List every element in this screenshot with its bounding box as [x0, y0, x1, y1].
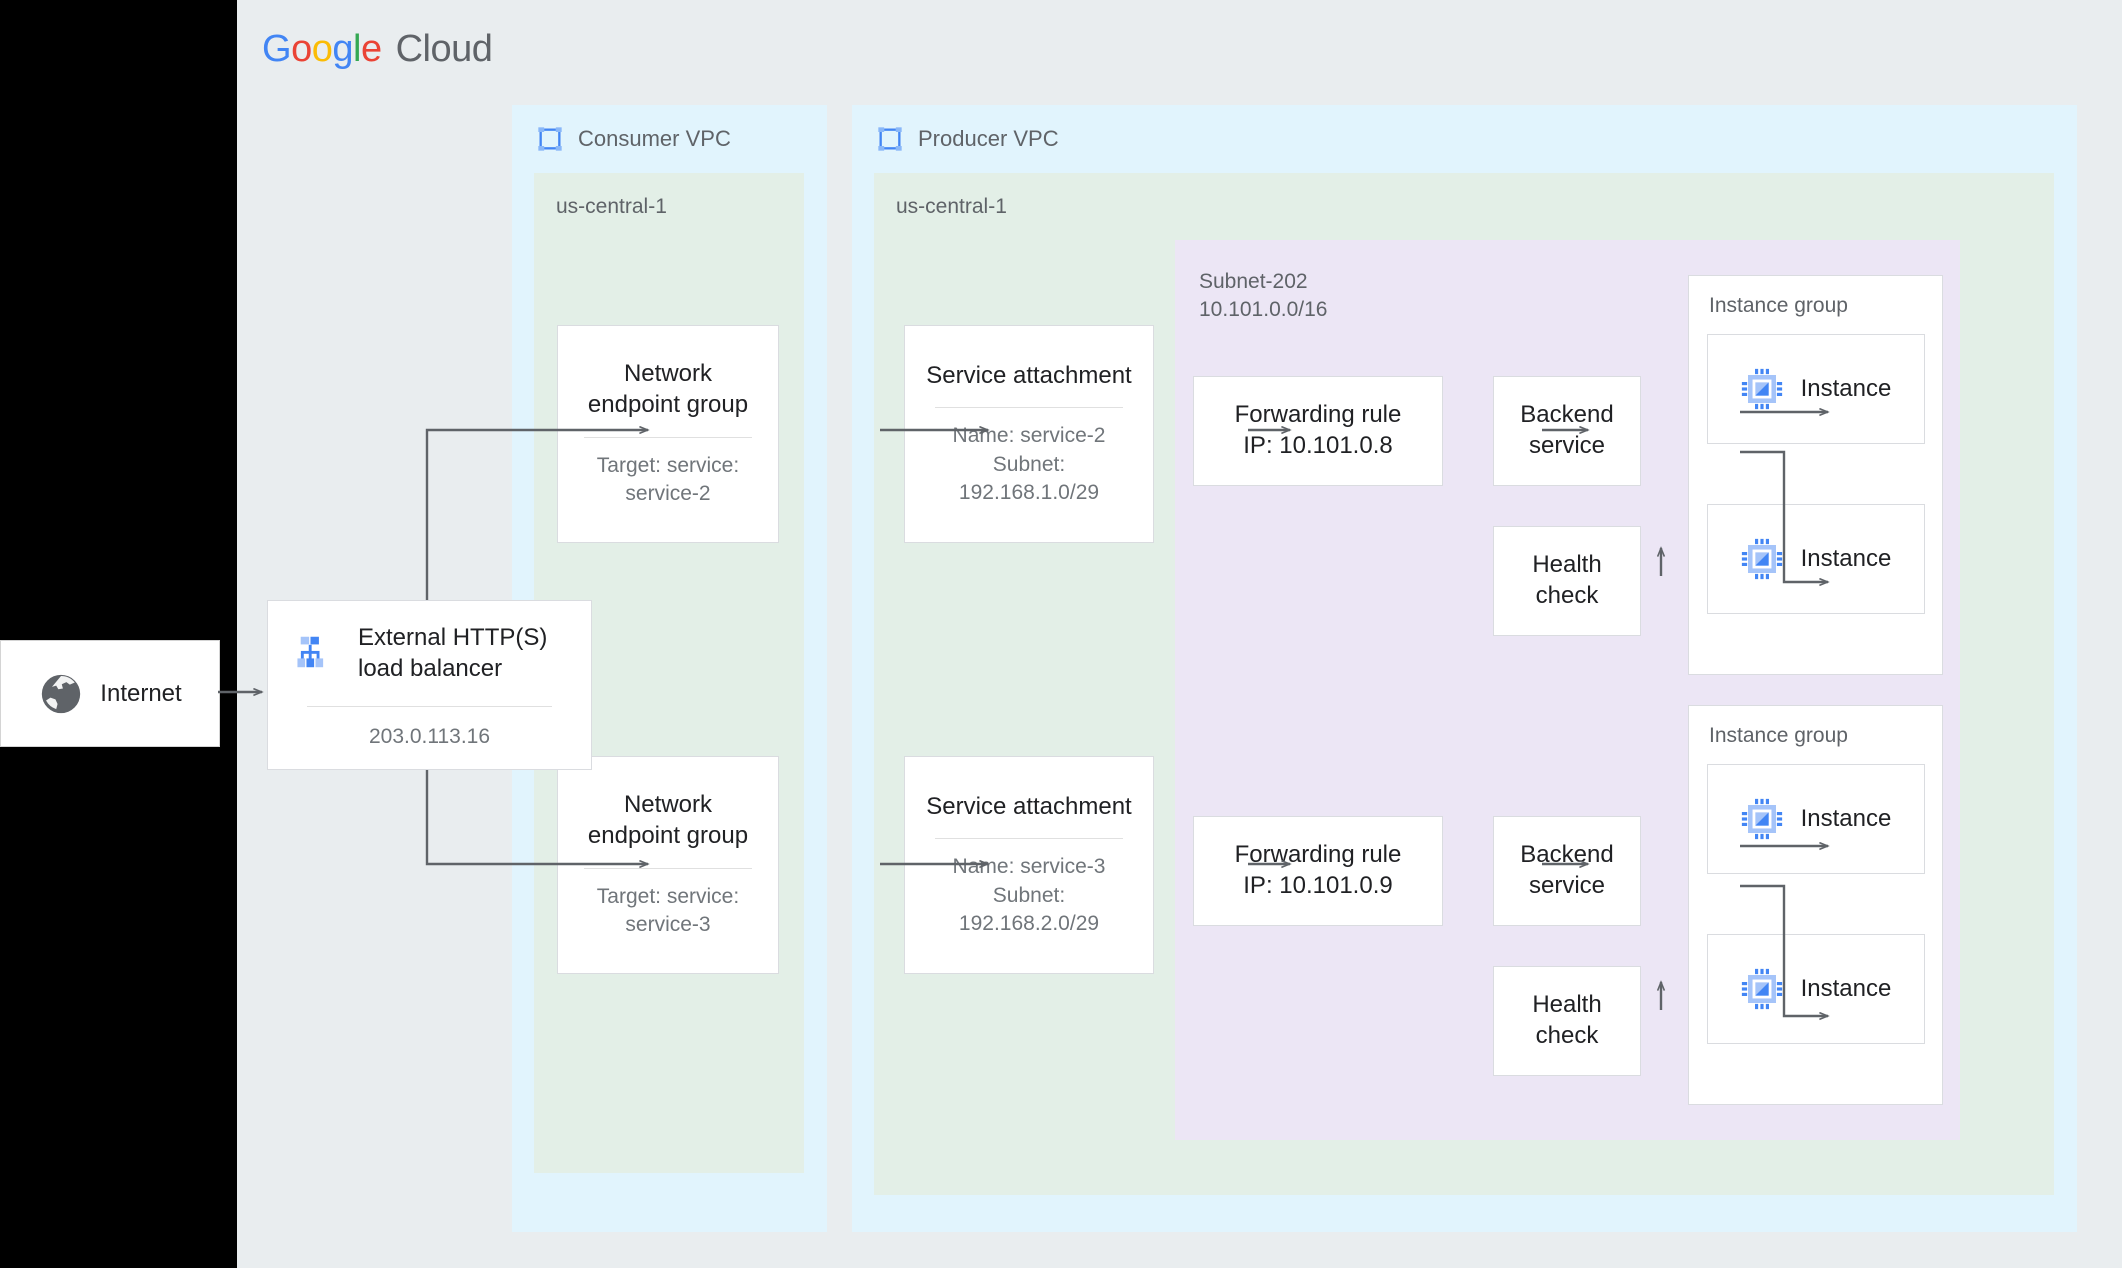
service-attachment-2[interactable]: Service attachment Name: service-3 Subne…: [904, 756, 1154, 974]
bs1-line1: Backend: [1520, 401, 1614, 429]
consumer-vpc-label: Consumer VPC: [578, 126, 731, 151]
producer-vpc-header: Producer VPC: [852, 105, 2077, 153]
neg2-sub-line2: service-3: [625, 913, 711, 937]
hc2-line1: Health: [1532, 991, 1602, 1019]
bs2-line2: service: [1528, 872, 1606, 899]
cpu-instance-icon: [1741, 968, 1782, 1010]
lb-ip: 203.0.113.16: [368, 725, 491, 749]
instance-1-2[interactable]: Instance: [1707, 504, 1925, 614]
producer-vpc-label: Producer VPC: [918, 126, 1059, 151]
logo-letter-l: l: [352, 28, 361, 70]
bs1-line2: service: [1528, 432, 1606, 459]
logo-letter-o1: o: [291, 28, 312, 70]
load-balancer-icon: [297, 636, 324, 667]
sa2-title: Service attachment: [926, 792, 1132, 820]
hc1-line1: Health: [1532, 551, 1602, 579]
lb-divider: [306, 706, 553, 708]
neg2-title-line2: endpoint group: [587, 822, 749, 850]
instance-group-1: Instance group: [1688, 275, 1943, 675]
sa1-divider: [934, 407, 1124, 409]
instance-1-1[interactable]: Instance: [1707, 334, 1925, 444]
ig1-label: Instance group: [1709, 294, 1848, 317]
vpc-icon: [878, 127, 902, 151]
sa2-subnet-cidr: 192.168.2.0/29: [958, 912, 1100, 936]
neg1-sub-line1: Target: service:: [596, 453, 740, 477]
instance-2-1[interactable]: Instance: [1707, 764, 1925, 874]
backend-service-2[interactable]: Backend service: [1493, 816, 1641, 926]
service-attachment-1[interactable]: Service attachment Name: service-2 Subne…: [904, 325, 1154, 543]
google-cloud-logo: Google Cloud: [262, 28, 493, 71]
network-endpoint-group-2[interactable]: Network endpoint group Target: service: …: [557, 756, 779, 974]
consumer-region-label: us-central-1: [556, 195, 667, 218]
ig2-label: Instance group: [1709, 724, 1848, 747]
logo-letter-g2: g: [332, 28, 353, 70]
instance-1-2-label: Instance: [1800, 545, 1892, 572]
cpu-instance-icon: [1741, 368, 1782, 410]
fr1-line2: IP: 10.101.0.8: [1243, 432, 1393, 459]
sa1-name: Name: service-2: [952, 424, 1106, 448]
producer-vpc-container: Producer VPC us-central-1 Service attach…: [852, 105, 2077, 1232]
sa1-subnet-label: Subnet:: [992, 452, 1066, 476]
vpc-icon: [538, 127, 562, 151]
fr1-line1: Forwarding rule: [1234, 401, 1402, 429]
health-check-1[interactable]: Health check: [1493, 526, 1641, 636]
external-http-load-balancer[interactable]: External HTTP(S) load balancer 203.0.113…: [267, 600, 592, 770]
neg1-title-line1: Network: [623, 360, 712, 388]
sa2-name: Name: service-3: [952, 855, 1106, 879]
neg2-divider: [584, 867, 752, 869]
subnet-name: Subnet-202: [1199, 270, 1308, 293]
producer-region-label: us-central-1: [896, 195, 1007, 218]
logo-letter-e: e: [360, 28, 382, 70]
neg1-title-line2: endpoint group: [587, 391, 749, 419]
logo-letter-g: G: [262, 28, 292, 70]
internet-node[interactable]: Internet: [0, 640, 220, 747]
consumer-vpc-header: Consumer VPC: [512, 105, 827, 153]
hc2-line2: check: [1535, 1022, 1599, 1049]
sa2-divider: [934, 838, 1124, 840]
forwarding-rule-2[interactable]: Forwarding rule IP: 10.101.0.9: [1193, 816, 1443, 926]
lb-title-line1: External HTTP(S): [358, 624, 548, 651]
neg1-sub-line2: service-2: [625, 482, 711, 506]
fr2-line2: IP: 10.101.0.9: [1243, 872, 1393, 899]
bs2-line1: Backend: [1520, 841, 1614, 869]
internet-label: Internet: [100, 679, 182, 707]
sa1-title: Service attachment: [926, 361, 1132, 389]
cpu-instance-icon: [1741, 538, 1782, 580]
sa1-subnet-cidr: 192.168.1.0/29: [958, 481, 1100, 505]
cpu-instance-icon: [1741, 798, 1782, 840]
hc1-line2: check: [1535, 582, 1599, 609]
neg2-sub-line1: Target: service:: [596, 884, 740, 908]
network-endpoint-group-1[interactable]: Network endpoint group Target: service: …: [557, 325, 779, 543]
logo-letter-o2: o: [311, 28, 333, 70]
health-check-2[interactable]: Health check: [1493, 966, 1641, 1076]
instance-2-1-label: Instance: [1800, 805, 1892, 832]
forwarding-rule-1[interactable]: Forwarding rule IP: 10.101.0.8: [1193, 376, 1443, 486]
lb-title-line2: load balancer: [358, 654, 503, 682]
neg2-title-line1: Network: [623, 791, 712, 819]
logo-word-cloud: Cloud: [395, 28, 493, 70]
neg1-divider: [584, 436, 752, 438]
instance-2-2[interactable]: Instance: [1707, 934, 1925, 1044]
globe-icon: [42, 674, 81, 713]
backend-service-1[interactable]: Backend service: [1493, 376, 1641, 486]
subnet-cidr: 10.101.0.0/16: [1199, 297, 1328, 321]
google-cloud-panel: Google Cloud Consumer VPC us-central-1: [237, 0, 2122, 1268]
fr2-line1: Forwarding rule: [1234, 841, 1402, 869]
instance-1-1-label: Instance: [1800, 375, 1892, 402]
instance-2-2-label: Instance: [1800, 975, 1892, 1002]
instance-group-2: Instance group: [1688, 705, 1943, 1105]
sa2-subnet-label: Subnet:: [992, 883, 1066, 907]
subnet-container: Subnet-202 10.101.0.0/16 Forwarding rule…: [1175, 240, 1960, 1140]
